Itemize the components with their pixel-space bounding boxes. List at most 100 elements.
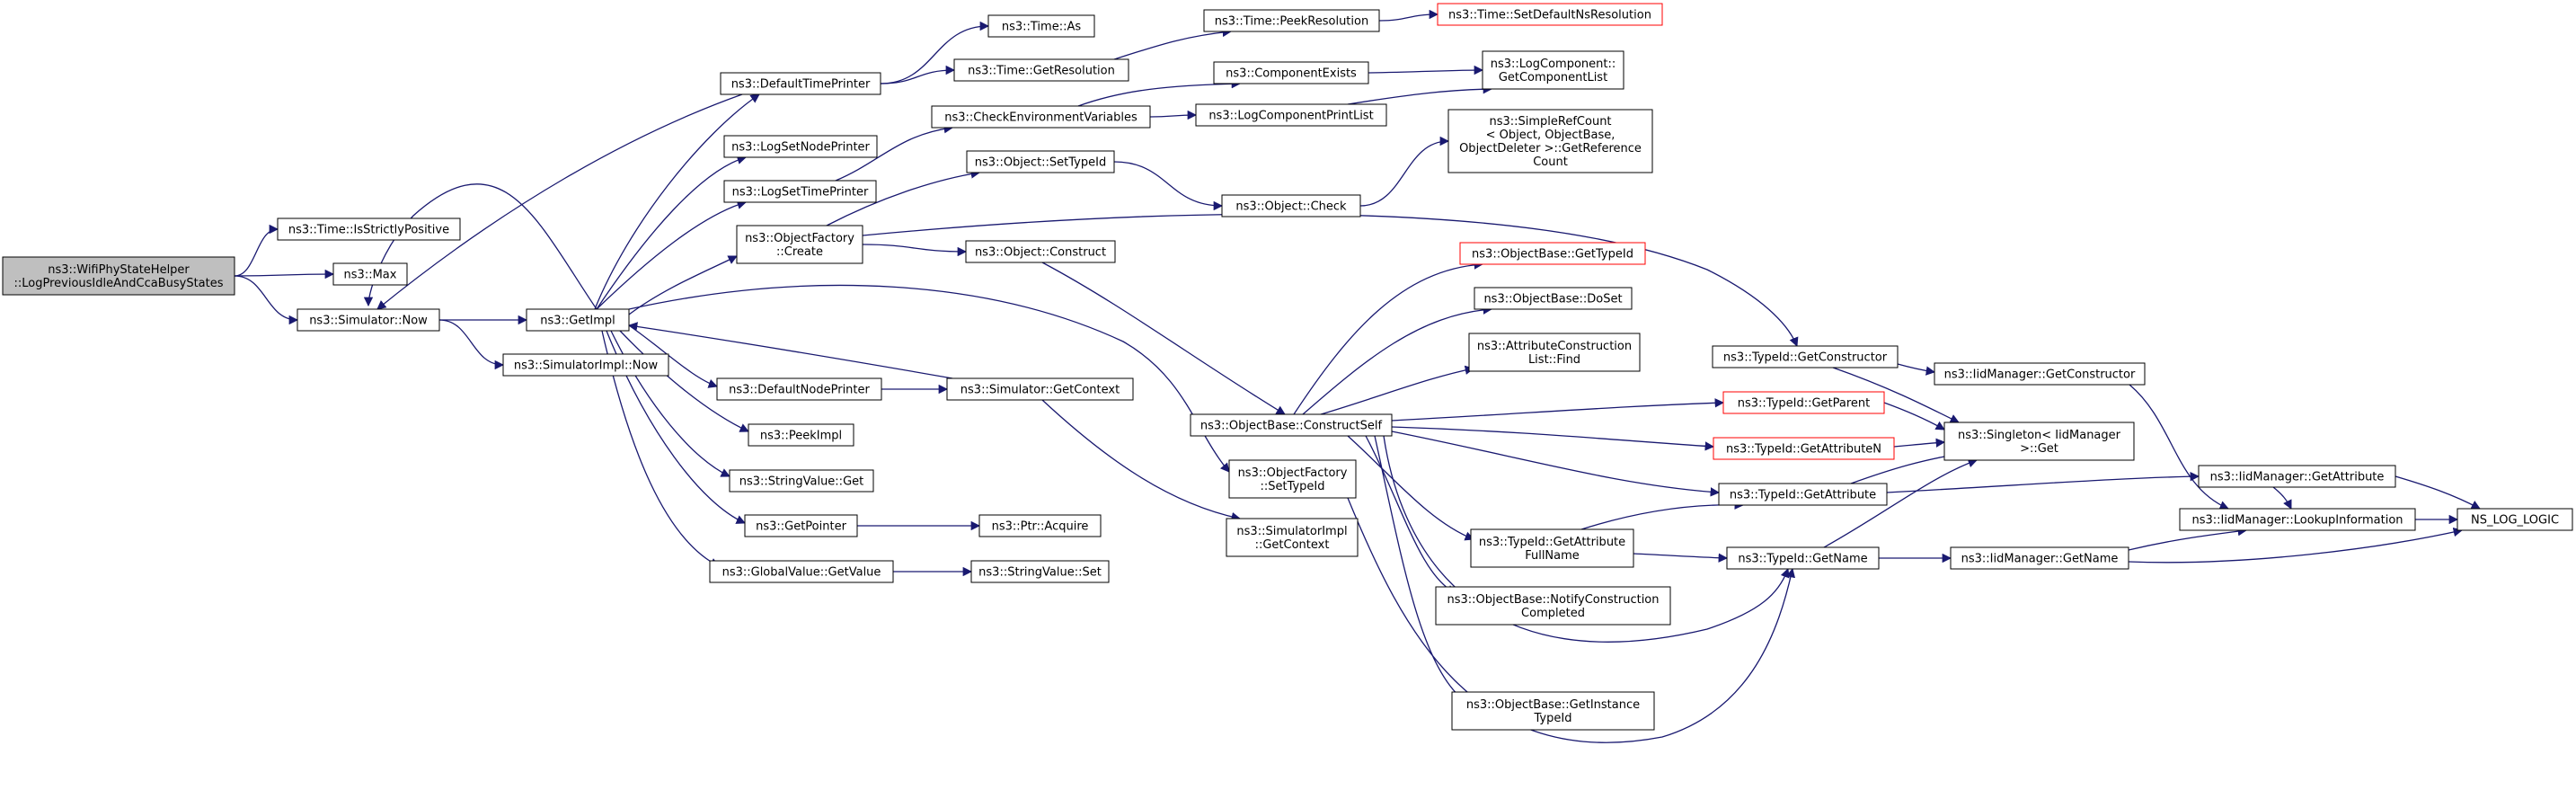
edge-objBaseConstructSelf-to-objBaseDoSet	[1302, 305, 1493, 415]
node-typeIdGetConstructor[interactable]: ns3::TypeId::GetConstructor	[1712, 345, 1899, 368]
node-iidMgrGetName[interactable]: ns3::IidManager::GetName	[1950, 546, 2129, 570]
node-box	[2456, 508, 2573, 531]
node-objBaseConstructSelf[interactable]: ns3::ObjectBase::ConstructSelf	[1190, 413, 1393, 437]
node-label: ::SetTypeId	[1260, 480, 1324, 493]
edges-layer	[234, 9, 2481, 743]
node-label: ns3::Object::SetTypeId	[975, 156, 1106, 170]
edge-root-to-isStrictlyPositive	[234, 224, 279, 277]
node-simGetContext[interactable]: ns3::Simulator::GetContext	[946, 377, 1134, 401]
node-componentExists[interactable]: ns3::ComponentExists	[1213, 61, 1369, 84]
node-root[interactable]: ns3::WifiPhyStateHelper::LogPreviousIdle…	[2, 256, 235, 296]
edge-defaultTimePrinter-to-timeGetResolution	[880, 65, 956, 84]
edge-logCompPrintList-to-getComponentList	[1347, 84, 1493, 105]
node-label: ns3::Object::Construct	[975, 246, 1106, 260]
node-objBaseDoSet[interactable]: ns3::ObjectBase::DoSet	[1474, 287, 1633, 310]
node-typeIdGetName[interactable]: ns3::TypeId::GetName	[1726, 546, 1880, 570]
edge-getImpl-to-defaultNodePrinter	[628, 324, 718, 388]
edge-typeIdGetAttributeN-to-singletonGet	[1893, 438, 1946, 448]
node-simNow[interactable]: ns3::Simulator::Now	[297, 308, 440, 332]
edge-getImpl-to-logSetTimePrinter	[596, 200, 747, 310]
node-box	[526, 308, 630, 332]
edge-objBaseConstructSelf-to-objBaseGetTypeId	[1293, 260, 1484, 415]
node-label: ns3::Max	[344, 269, 397, 282]
node-label: NS_LOG_LOGIC	[2471, 514, 2559, 528]
node-box	[1950, 546, 2129, 570]
node-iidMgrGetAttribute[interactable]: ns3::IidManager::GetAttribute	[2198, 465, 2396, 488]
node-box	[978, 514, 1102, 537]
node-label: ns3::Ptr::Acquire	[992, 520, 1089, 534]
node-label: ns3::LogSetNodePrinter	[731, 141, 870, 155]
node-stringValueSet[interactable]: ns3::StringValue::Set	[970, 560, 1110, 583]
edge-typeIdGetConstructor-to-singletonGet	[1832, 367, 1960, 423]
node-peekImpl[interactable]: ns3::PeekImpl	[748, 423, 854, 447]
node-label: ns3::TypeId::GetConstructor	[1723, 351, 1888, 365]
edge-objConstruct-to-objBaseConstructSelf	[1041, 262, 1286, 415]
node-isStrictlyPositive[interactable]: ns3::Time::IsStrictlyPositive	[277, 217, 461, 241]
node-label: ns3::WifiPhyStateHelper	[48, 263, 190, 277]
node-box	[1468, 333, 1641, 372]
node-label: ns3::PeekImpl	[760, 430, 842, 443]
node-getImpl[interactable]: ns3::GetImpl	[526, 308, 630, 332]
node-getPointer[interactable]: ns3::GetPointer	[744, 514, 858, 537]
edge-iidMgrGetConstructor-to-iidMgrLookupInfo	[2129, 384, 2229, 510]
node-label: ns3::ObjectFactory	[745, 232, 854, 245]
node-label: ns3::GlobalValue::GetValue	[722, 566, 881, 580]
node-label: ns3::ObjectBase::DoSet	[1483, 293, 1622, 306]
node-typeIdGetParent[interactable]: ns3::TypeId::GetParent	[1722, 391, 1885, 414]
node-nsLogLogic[interactable]: NS_LOG_LOGIC	[2456, 508, 2573, 531]
node-box	[1195, 103, 1387, 127]
node-logSetTimePrinter[interactable]: ns3::LogSetTimePrinter	[723, 180, 877, 203]
edge-typeIdGetAttrFullName-to-typeIdGetAttribute	[1580, 500, 1745, 530]
node-logCompPrintList[interactable]: ns3::LogComponentPrintList	[1195, 103, 1387, 127]
node-iidMgrLookupInfo[interactable]: ns3::IidManager::LookupInformation	[2179, 508, 2416, 531]
node-label: ns3::SimulatorImpl::Now	[514, 359, 659, 373]
node-label: ns3::GetImpl	[540, 315, 615, 328]
node-objectCheck[interactable]: ns3::Object::Check	[1221, 194, 1361, 217]
node-singletonGet[interactable]: ns3::Singleton< IidManager >::Get	[1943, 422, 2135, 461]
node-objFactorySetTypeId[interactable]: ns3::ObjectFactory::SetTypeId	[1228, 459, 1357, 499]
edge-simGetContext-to-simImplGetContext	[1041, 399, 1242, 522]
node-getComponentList[interactable]: ns3::LogComponent::GetComponentList	[1482, 50, 1624, 90]
node-label: ns3::Time::IsStrictlyPositive	[288, 224, 449, 237]
node-checkEnvVars[interactable]: ns3::CheckEnvironmentVariables	[931, 105, 1151, 129]
node-logSetNodePrinter[interactable]: ns3::LogSetNodePrinter	[723, 135, 878, 158]
node-max[interactable]: ns3::Max	[332, 262, 408, 286]
node-label: ns3::DefaultTimePrinter	[731, 78, 871, 92]
node-ptrAcquire[interactable]: ns3::Ptr::Acquire	[978, 514, 1102, 537]
edge-objSetTypeId-to-objectCheck	[1113, 161, 1224, 211]
edge-objFactoryCreate-to-typeIdGetConstructor	[862, 213, 1799, 347]
node-objConstruct[interactable]: ns3::Object::Construct	[965, 240, 1116, 263]
node-typeIdGetAttributeN[interactable]: ns3::TypeId::GetAttributeN	[1713, 437, 1895, 460]
node-stringValueGet[interactable]: ns3::StringValue::Get	[729, 469, 874, 493]
node-label: ns3::TypeId::GetAttributeN	[1726, 443, 1881, 457]
node-objBaseGetTypeId[interactable]: ns3::ObjectBase::GetTypeId	[1459, 242, 1646, 265]
node-objFactoryCreate[interactable]: ns3::ObjectFactory::Create	[736, 225, 863, 264]
node-globalValueGetValue[interactable]: ns3::GlobalValue::GetValue	[709, 560, 894, 583]
node-simImplNow[interactable]: ns3::SimulatorImpl::Now	[502, 353, 669, 377]
node-objBaseNotifyConstr[interactable]: ns3::ObjectBase::NotifyConstructionCompl…	[1435, 586, 1671, 626]
node-label: ::GetContext	[1255, 538, 1330, 552]
node-objSetTypeId[interactable]: ns3::Object::SetTypeId	[966, 150, 1115, 173]
node-simImplGetContext[interactable]: ns3::SimulatorImpl::GetContext	[1226, 518, 1359, 557]
node-label: GetComponentList	[1499, 71, 1607, 84]
node-timeAs[interactable]: ns3::Time::As	[987, 14, 1095, 38]
node-timeGetResolution[interactable]: ns3::Time::GetResolution	[953, 58, 1129, 82]
node-label: ns3::Simulator::GetContext	[960, 384, 1120, 397]
edge-typeIdGetAttrFullName-to-typeIdGetName	[1633, 553, 1729, 563]
node-box	[1221, 194, 1361, 217]
node-peekResolution[interactable]: ns3::Time::PeekResolution	[1203, 9, 1380, 32]
node-setDefaultNsRes[interactable]: ns3::Time::SetDefaultNsResolution	[1437, 3, 1663, 26]
node-simpleRefCount[interactable]: ns3::SimpleRefCount< Object, ObjectBase,…	[1447, 109, 1653, 173]
node-defaultNodePrinter[interactable]: ns3::DefaultNodePrinter	[716, 377, 882, 401]
node-iidMgrGetConstructor[interactable]: ns3::IidManager::GetConstructor	[1934, 362, 2146, 386]
node-label: ns3::Simulator::Now	[309, 315, 428, 328]
node-label: ns3::LogSetTimePrinter	[732, 186, 869, 200]
node-box	[1435, 586, 1671, 626]
node-defaultTimePrinter[interactable]: ns3::DefaultTimePrinter	[720, 72, 881, 95]
node-label: ::LogPreviousIdleAndCcaBusyStates	[14, 277, 224, 290]
node-typeIdGetAttribute[interactable]: ns3::TypeId::GetAttribute	[1718, 483, 1888, 506]
edge-objBaseConstructSelf-to-typeIdGetAttributeN	[1391, 426, 1715, 451]
